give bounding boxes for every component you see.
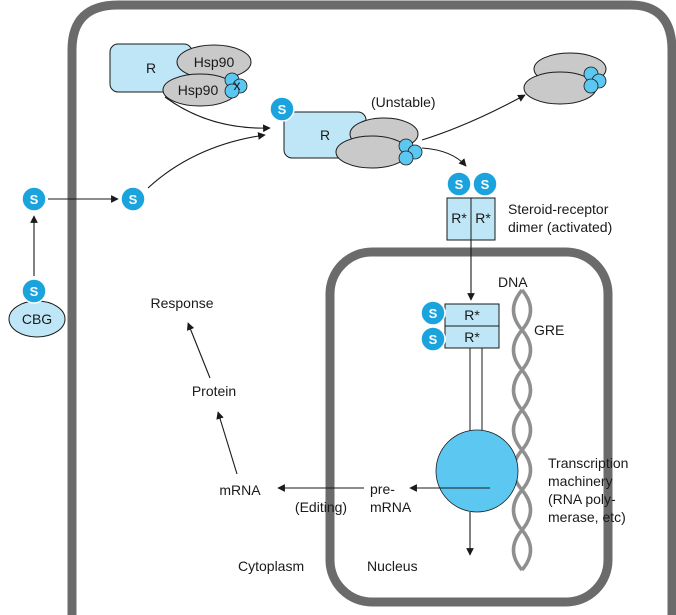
steroid-receptor-dimer: R* R* S S [446, 171, 498, 241]
cbg-label: CBG [22, 311, 52, 327]
gre-s2-label: S [429, 332, 438, 347]
cbg-complex: CBG S [8, 278, 66, 338]
steroid-bound [269, 96, 295, 122]
gre-r2-label: R* [464, 329, 480, 345]
gre-label: GRE [534, 322, 564, 338]
receptor-hsp90-complex: R Hsp90 Hsp90 x [109, 43, 252, 107]
free-steroid-inside-label: S [129, 192, 138, 207]
dimer-r1-label: R* [451, 210, 467, 226]
dimer-on-gre: R* R* S S [420, 300, 500, 352]
steroid-bound-label: S [278, 102, 287, 117]
transcription-label-4: merase, etc) [548, 509, 626, 525]
x-protein: x [224, 72, 248, 99]
dna-label: DNA [498, 274, 528, 290]
arrow-unstable-to-released [421, 94, 526, 141]
hsp90-bottom-label: Hsp90 [178, 82, 219, 98]
mrna-label: mRNA [219, 482, 261, 498]
transcription-label-2: machinery [548, 473, 613, 489]
editing-label: (Editing) [295, 499, 347, 515]
arrow-unstable-to-dimer [421, 147, 467, 167]
response-label: Response [150, 295, 213, 311]
gre-r1-label: R* [464, 307, 480, 323]
cbg-steroid-label: S [30, 284, 39, 299]
pre-mrna-label-1: pre- [370, 481, 395, 497]
nucleus-label: Nucleus [367, 558, 418, 574]
transcription-machinery [435, 429, 519, 513]
released-hsp90-complex [523, 52, 607, 105]
receptor-label: R [146, 60, 156, 76]
nucleus-membrane [325, 247, 613, 607]
arrow-complex-to-unstable [164, 96, 271, 133]
dimer-s2-label: S [481, 177, 490, 192]
arrow-protein-to-response [186, 322, 211, 379]
protein-label: Protein [192, 383, 236, 399]
transcription-label-1: Transcription [548, 455, 628, 471]
unstable-complex: R S [269, 96, 423, 169]
gre-s1-label: S [429, 306, 438, 321]
cell-membrane [67, 0, 676, 615]
dimer-label-line2: dimer (activated) [508, 219, 612, 235]
hsp90-top-label: Hsp90 [194, 54, 235, 70]
pre-mrna-label-2: mRNA [370, 499, 412, 515]
dna-helix [511, 288, 533, 572]
x-mark: x [234, 77, 241, 93]
receptor-label-unstable: R [320, 127, 330, 143]
transcription-label-3: (RNA poly- [548, 491, 616, 507]
free-steroid-outside [21, 186, 47, 212]
dimer-r2-label: R* [475, 210, 491, 226]
arrow-steroid-to-unstable [147, 132, 266, 189]
free-steroid-inside [120, 186, 146, 212]
free-steroid-outside-label: S [30, 192, 39, 207]
dimer-label-line1: Steroid-receptor [508, 201, 609, 217]
dimer-s1-label: S [455, 177, 464, 192]
arrow-mrna-to-protein [216, 411, 238, 475]
unstable-label: (Unstable) [371, 94, 436, 110]
cytoplasm-label: Cytoplasm [238, 558, 304, 574]
pathway-arrows [30, 94, 526, 556]
